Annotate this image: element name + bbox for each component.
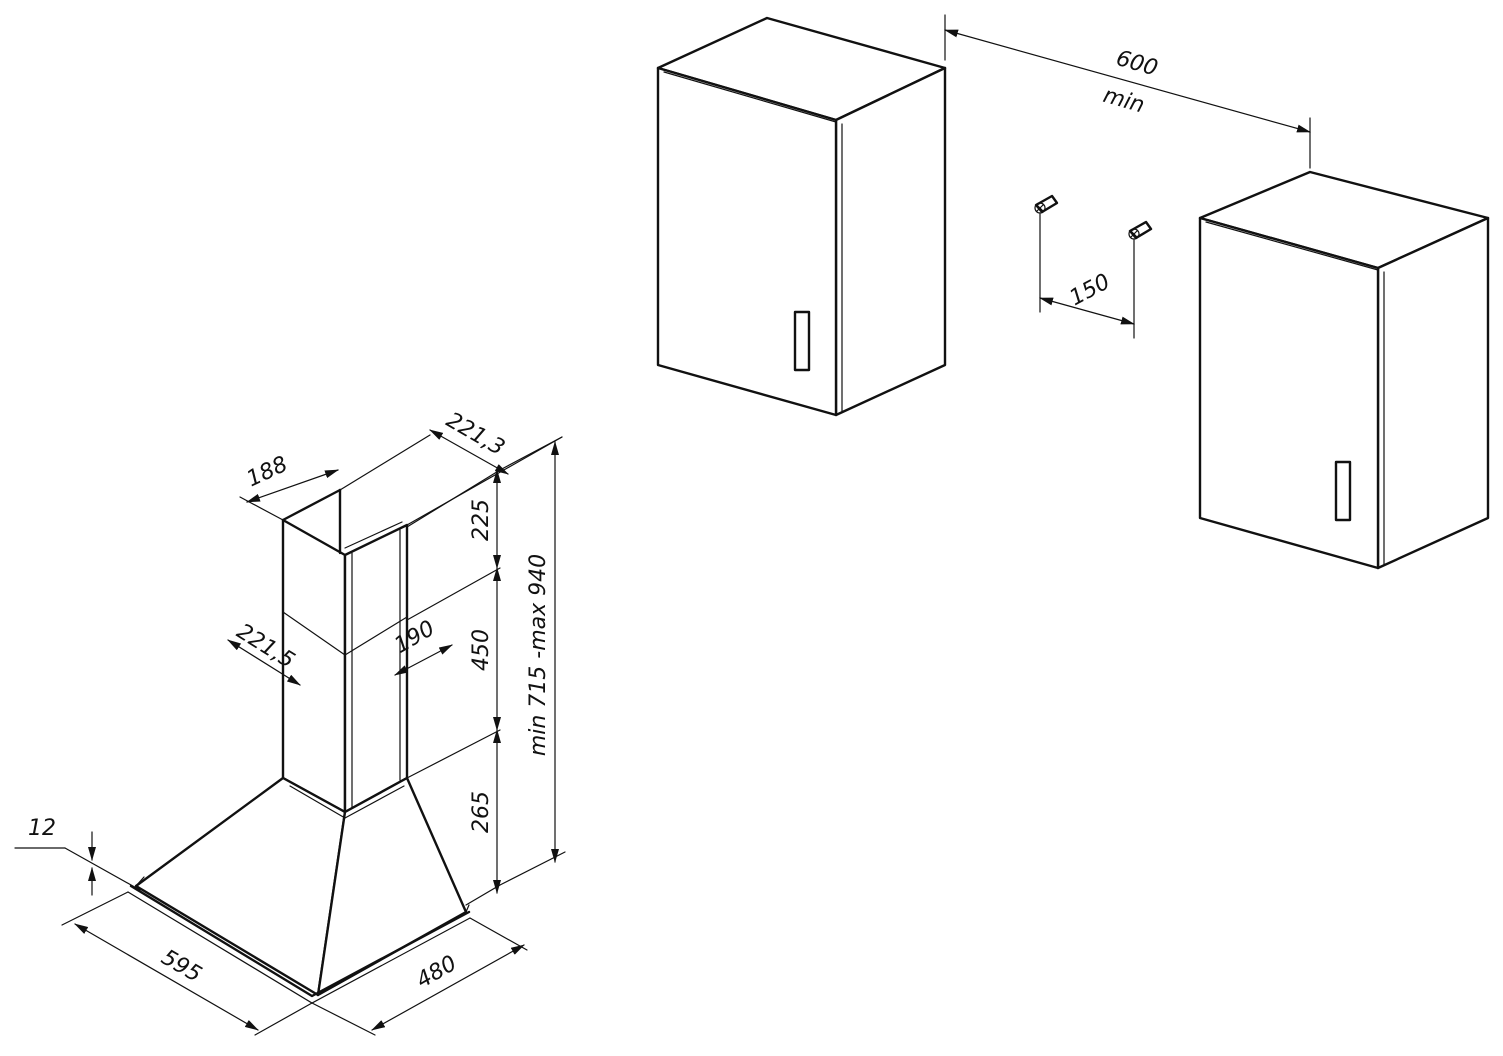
right-cabinet-handle — [1334, 460, 1352, 522]
total-height-label: min 715 -max 940 — [526, 554, 551, 756]
gap-label: 600 — [1113, 46, 1160, 82]
top-width-label: 188 — [243, 452, 292, 492]
right-screw-icon — [1128, 220, 1153, 240]
lower-chimney-height-label: 450 — [469, 629, 494, 671]
mounting-screws: 150 — [1034, 194, 1153, 339]
width-label: 595 — [157, 945, 206, 988]
mount-spacing-label: 150 — [1066, 269, 1115, 311]
left-cabinet-handle — [793, 310, 811, 372]
gap-sub-label: min — [1100, 83, 1147, 118]
right-cabinet-side — [1376, 216, 1490, 570]
left-wall-cabinet — [656, 16, 947, 417]
left-cabinet-front — [656, 66, 838, 417]
right-cabinet-front — [1198, 216, 1380, 570]
cabinet-gap-dimension: 600 min — [944, 14, 1311, 169]
depth-label: 480 — [412, 951, 461, 994]
rim-thickness-label: 12 — [28, 816, 56, 841]
canopy-height-label: 265 — [469, 791, 494, 833]
top-depth-label: 221,3 — [442, 408, 509, 461]
chimney-hood — [127, 488, 471, 1004]
left-screw-icon — [1034, 194, 1059, 214]
right-wall-cabinet — [1198, 170, 1490, 570]
upper-chimney-height-label: 225 — [469, 499, 494, 541]
upper-chimney-side — [343, 523, 409, 814]
left-cabinet-side — [834, 66, 947, 417]
upper-chimney-front — [281, 518, 347, 814]
